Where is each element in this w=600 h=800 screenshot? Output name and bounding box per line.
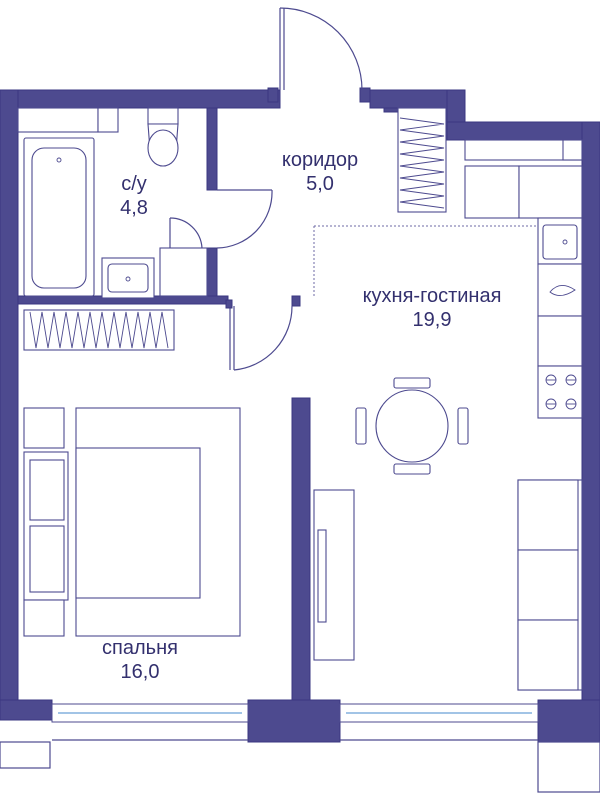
- corridor-wardrobe: [397, 107, 447, 213]
- windows: [0, 703, 600, 793]
- room-label-bathroom: с/у 4,8: [120, 172, 148, 220]
- bedroom-wardrobe: [23, 309, 175, 351]
- room-name: кухня-гостиная: [362, 285, 502, 307]
- dining-table: [355, 377, 469, 475]
- room-name: с/у: [121, 173, 147, 195]
- room-area: 19,9: [412, 309, 452, 331]
- room-area: 4,8: [120, 197, 148, 219]
- bedroom-door: [225, 299, 293, 371]
- room-label-bedroom: спальня 16,0: [102, 636, 178, 684]
- bathroom-fixtures: [23, 107, 273, 299]
- inner-walls: [17, 107, 583, 701]
- kitchen-units: [313, 165, 583, 419]
- bedroom-furniture: [23, 407, 241, 637]
- living-furniture: [313, 479, 583, 691]
- room-label-kitchen-living: кухня-гостиная 19,9: [363, 284, 502, 332]
- room-label-corridor: коридор 5,0: [282, 148, 358, 196]
- room-name: коридор: [281, 149, 359, 171]
- room-area: 5,0: [306, 173, 334, 195]
- room-name: спальня: [102, 637, 178, 659]
- entrance-door: [279, 7, 363, 91]
- room-area: 16,0: [120, 661, 160, 683]
